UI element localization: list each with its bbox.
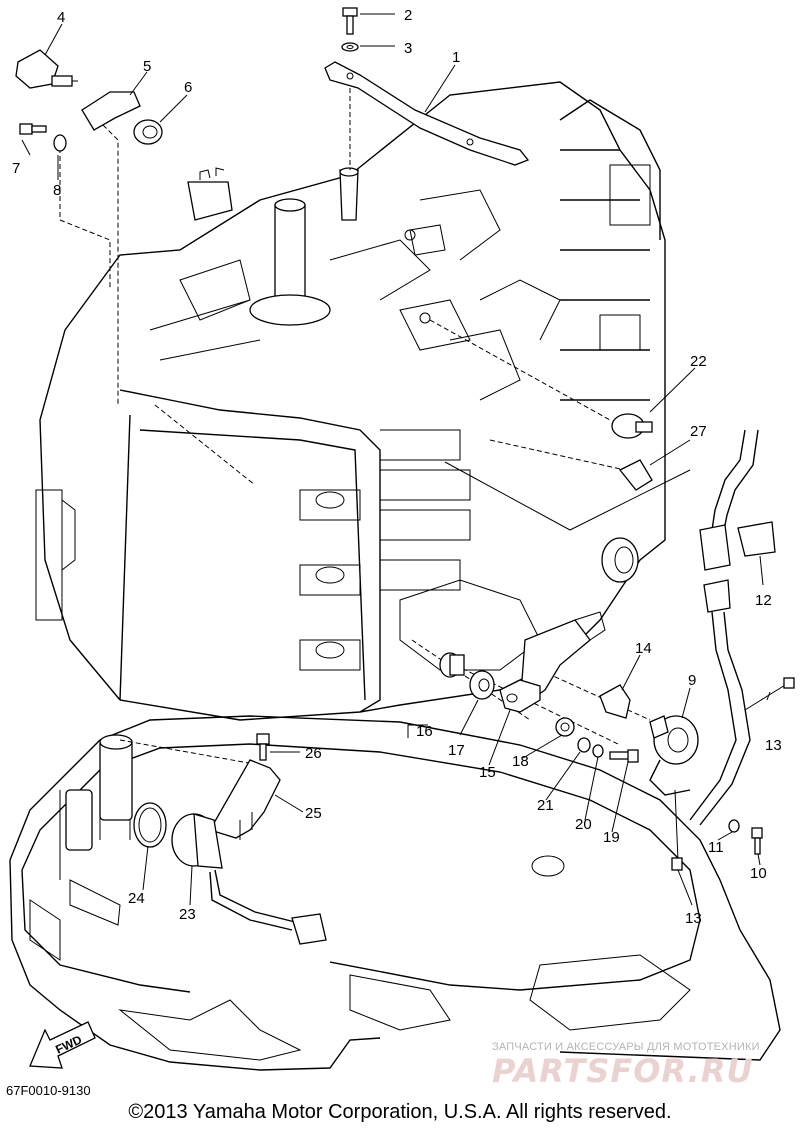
part-24-oring — [133, 802, 167, 848]
callout-26: 26 — [305, 745, 322, 762]
callout-4: 4 — [57, 9, 65, 26]
drawing-code: 67F0010-9130 — [6, 1083, 91, 1098]
callout-23: 23 — [179, 906, 196, 923]
callout-27: 27 — [690, 423, 707, 440]
callout-6: 6 — [184, 79, 192, 96]
engine-powerhead — [35, 81, 666, 721]
callout-numbers: 2 3 1 4 5 6 7 8 22 27 12 13 13 14 9 16 1… — [12, 7, 782, 927]
callout-18: 18 — [512, 753, 529, 770]
part-16-collar — [439, 652, 465, 678]
part-1-bracket — [324, 61, 530, 166]
part-25-bracket — [209, 759, 281, 840]
callout-20: 20 — [575, 816, 592, 833]
watermark-tagline: ЗАПЧАСТИ И АКСЕССУАРЫ ДЛЯ МОТОТЕХНИКИ — [492, 1041, 760, 1053]
watermark-logo: PARTSFOR.RU — [492, 1052, 754, 1090]
callout-7: 7 — [12, 160, 20, 177]
callout-17: 17 — [448, 742, 465, 759]
part-7-bolt — [19, 123, 47, 135]
part-12-harness — [689, 429, 776, 826]
part-21-washer — [577, 737, 591, 753]
part-4-sensor — [15, 49, 78, 89]
callout-19: 19 — [603, 829, 620, 846]
callout-8: 8 — [53, 182, 61, 199]
part-11-washer — [728, 819, 740, 833]
callout-14: 14 — [635, 640, 652, 657]
part-10-bolt — [751, 827, 763, 855]
part-8-washer — [53, 134, 67, 152]
fwd-arrow: FWD — [29, 1021, 96, 1069]
callout-10: 10 — [750, 865, 767, 882]
callout-13-upper: 13 — [765, 737, 782, 754]
part-15-plate — [499, 679, 541, 713]
part-6-grommet — [133, 119, 163, 145]
part-17-grommet — [469, 670, 495, 700]
part-2-bolt — [342, 7, 358, 35]
part-22-switch — [611, 413, 653, 439]
callout-1: 1 — [452, 49, 460, 66]
callout-16: 16 — [416, 723, 433, 740]
callout-11: 11 — [708, 839, 724, 856]
copyright-notice: ©2013 Yamaha Motor Corporation, U.S.A. A… — [128, 1101, 672, 1123]
callout-12: 12 — [755, 592, 772, 609]
part-19-bolt — [609, 749, 639, 763]
callout-24: 24 — [128, 890, 145, 907]
part-26-bolt — [256, 733, 270, 761]
callout-2: 2 — [404, 7, 412, 24]
callout-15: 15 — [479, 764, 496, 781]
part-9-sensor — [649, 715, 699, 796]
part-23-sensor — [171, 813, 327, 945]
part-14-clip — [599, 684, 631, 719]
callout-9: 9 — [688, 672, 696, 689]
part-5-clamp — [81, 91, 141, 131]
callout-22: 22 — [690, 353, 707, 370]
part-13-tie — [671, 677, 795, 871]
callout-13-lower: 13 — [685, 910, 702, 927]
part-27-clip — [618, 459, 653, 491]
part-18-washer — [555, 717, 575, 737]
part-3-washer — [341, 42, 359, 52]
callout-leaders — [21, 13, 771, 906]
leader-lines — [59, 72, 691, 766]
callout-25: 25 — [305, 805, 322, 822]
callout-5: 5 — [143, 58, 151, 75]
callout-21: 21 — [537, 797, 554, 814]
bottom-cowling — [9, 715, 781, 1071]
part-20-washer — [592, 744, 604, 758]
callout-3: 3 — [404, 40, 412, 57]
